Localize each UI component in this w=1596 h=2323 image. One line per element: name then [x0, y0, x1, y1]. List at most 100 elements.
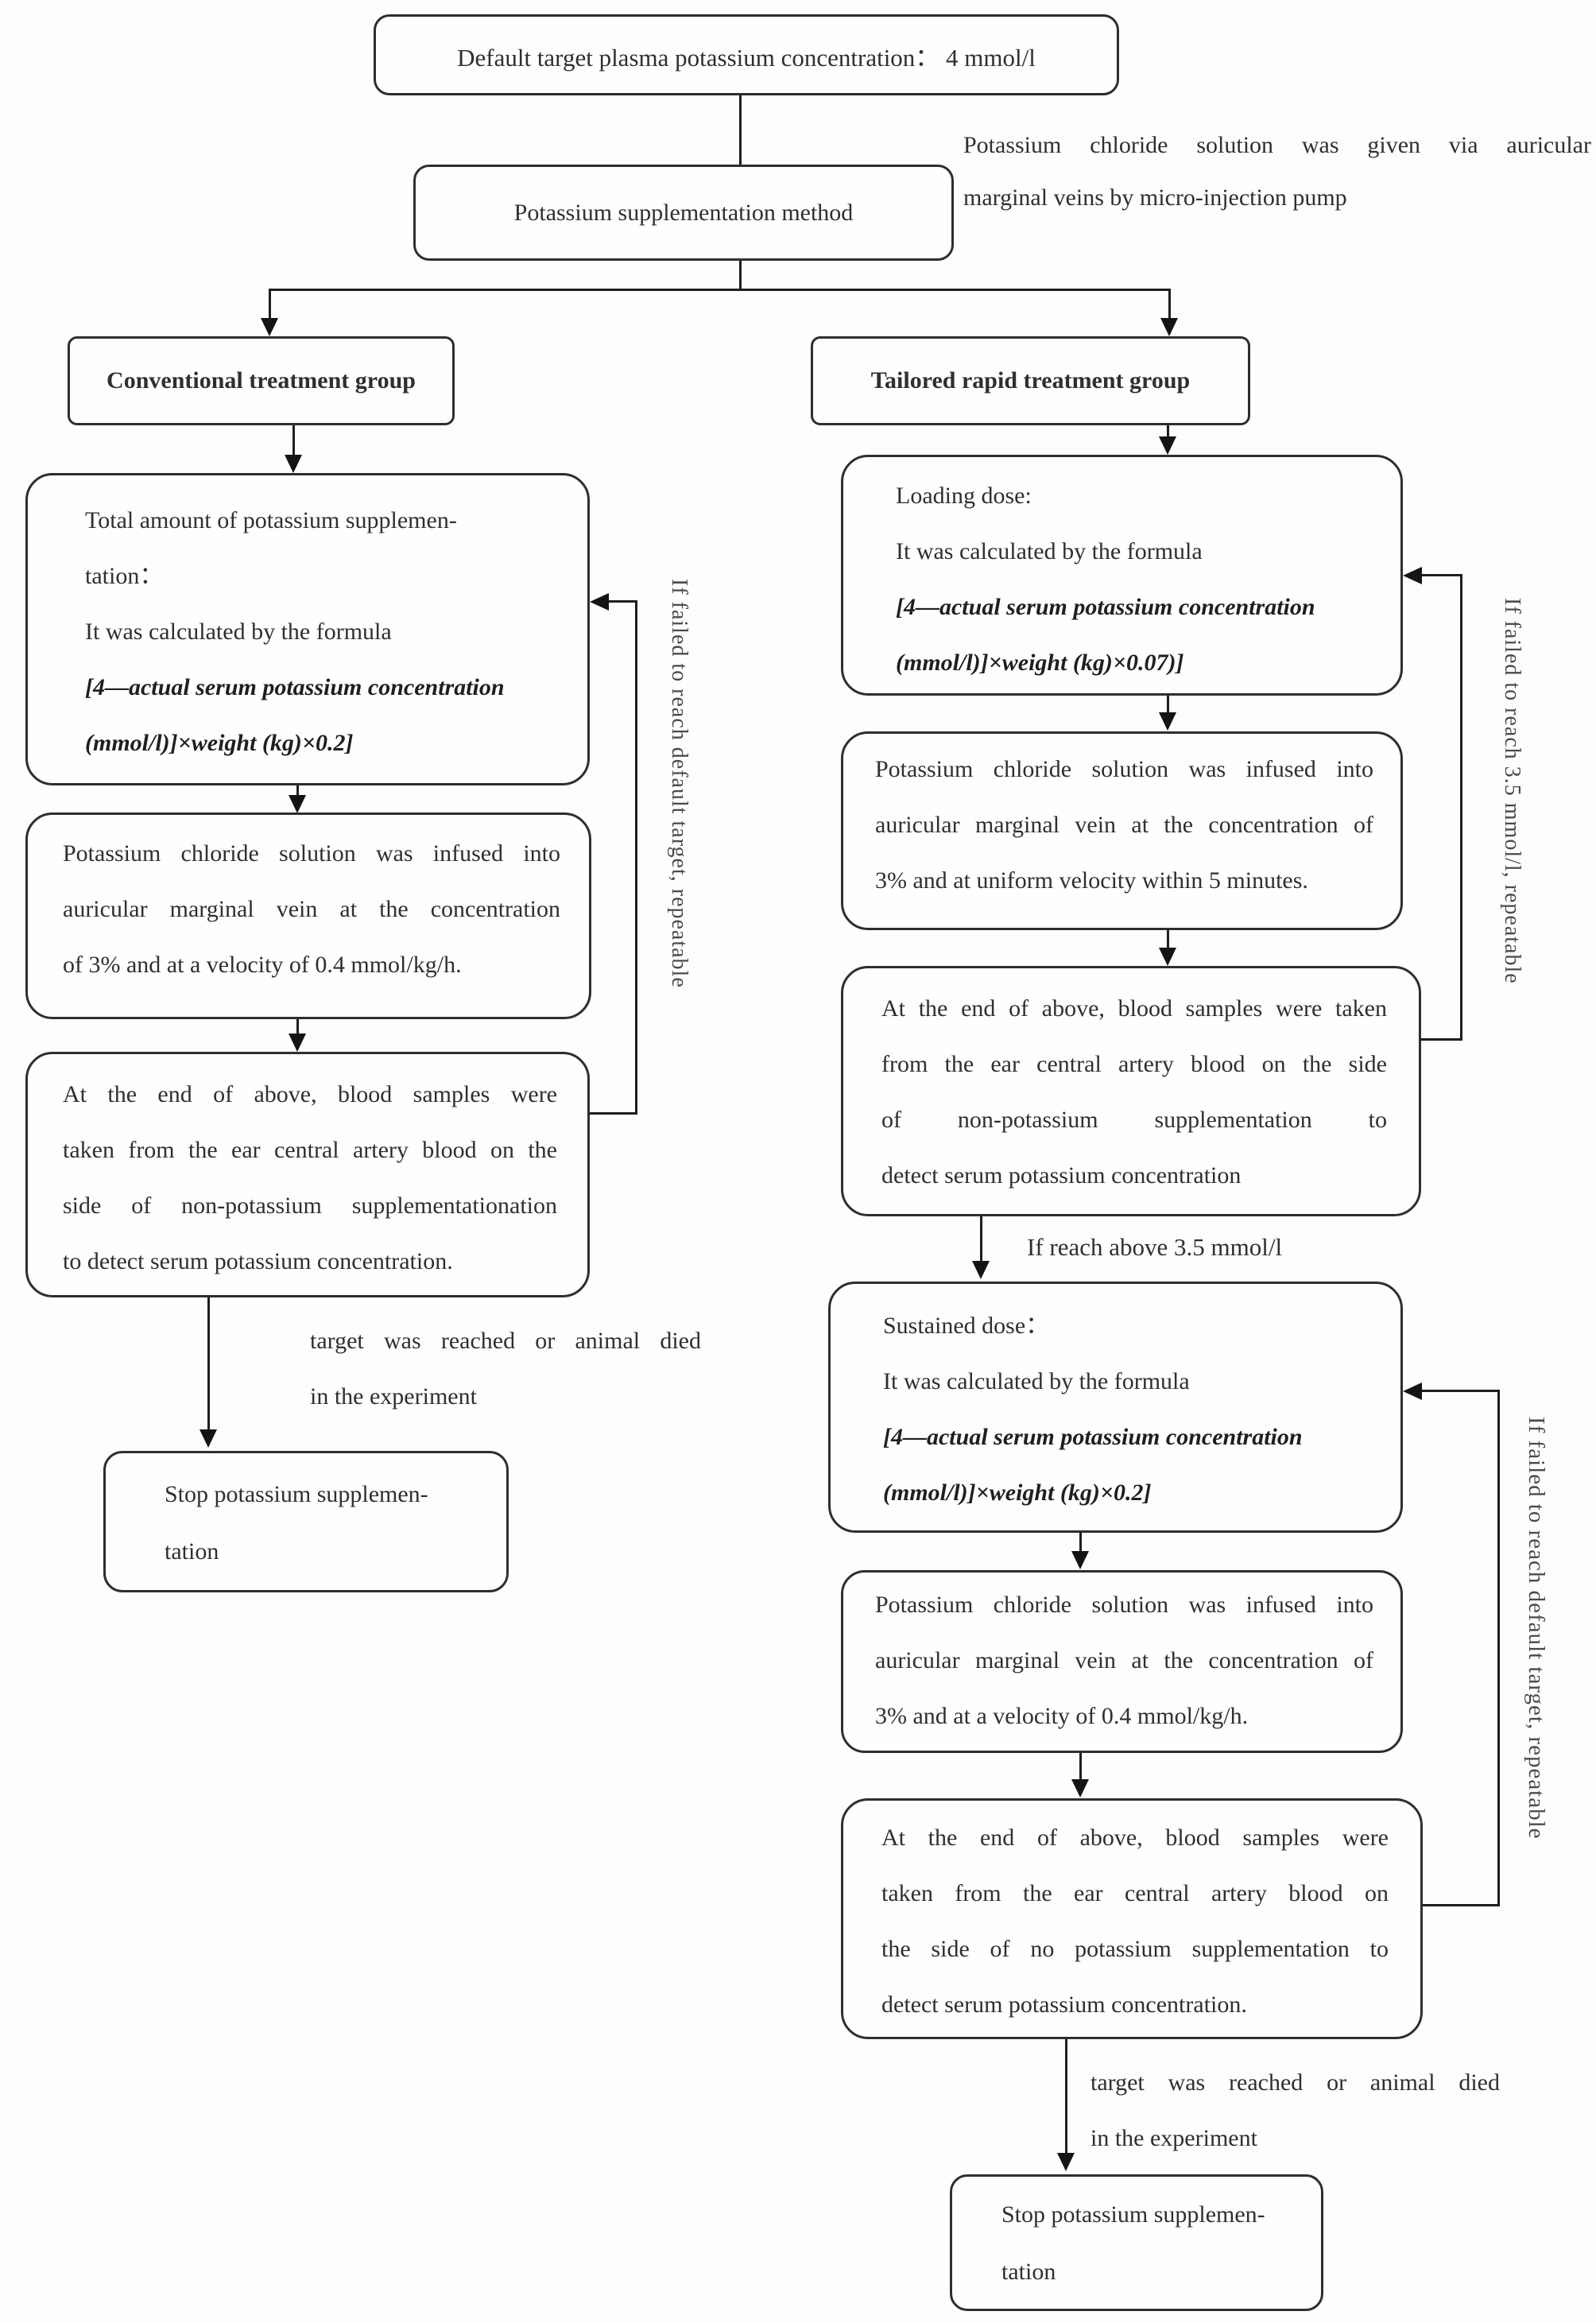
infusion-box-right-1: Potassium chloride solution was infused …	[841, 731, 1403, 930]
box-line: taken from the ear central artery blood …	[63, 1137, 557, 1163]
box-line: At the end of above, blood samples were	[881, 1825, 1389, 1851]
box-line: It was calculated by the formula	[85, 619, 392, 645]
box-line: of 3% and at a velocity of 0.4 mmol/kg/h…	[63, 952, 462, 978]
pump-note-line: marginal veins by micro-injection pump	[963, 184, 1347, 211]
arrow-branch-left	[269, 289, 271, 320]
box-line: Potassium chloride solution was infused …	[875, 756, 1373, 782]
arrow-branch-right	[1168, 289, 1171, 320]
arrow-l3-stop	[207, 1297, 210, 1431]
label-line: target was reached or animal died	[1090, 2069, 1500, 2096]
stop-condition-label-left: target was reached or animal died in the…	[310, 1313, 701, 1425]
formula-line: [4—actual serum potassium concentration	[883, 1424, 1303, 1450]
tailored-header-text: Tailored rapid treatment group	[870, 367, 1191, 394]
arrowhead-l3-stop	[200, 1429, 217, 1448]
arrowhead-loop-left	[590, 593, 609, 611]
box-line: 3% and at a velocity of 0.4 mmol/kg/h.	[875, 1703, 1249, 1729]
label-line: in the experiment	[310, 1383, 477, 1410]
default-target-text: Default target plasma potassium concentr…	[457, 43, 1036, 72]
arrow-r2-r3	[1167, 930, 1169, 948]
stop-box-right: Stop potassium supplemen- tation	[950, 2174, 1323, 2311]
formula-line: (mmol/l)]×weight (kg)×0.07)]	[896, 650, 1184, 676]
box-line: Potassium chloride solution was infused …	[875, 1592, 1373, 1618]
box-line: At the end of above, blood samples were	[63, 1081, 557, 1107]
infusion-box-right-2: Potassium chloride solution was infused …	[841, 1570, 1403, 1753]
arrowhead-r6-stop	[1057, 2153, 1075, 2171]
arrow-r1-r2	[1167, 696, 1169, 714]
pump-note-line: Potassium chloride solution was given vi…	[963, 132, 1591, 158]
arrow-l2-l3	[296, 1019, 299, 1035]
blood-sample-box-left: At the end of above, blood samples were …	[25, 1052, 590, 1297]
loop2-vertical	[1497, 1390, 1500, 1906]
arrowhead-branch-left	[261, 318, 278, 336]
arrow-r3-r4	[980, 1216, 982, 1262]
box-line: Stop potassium supplemen-	[1001, 2201, 1265, 2228]
loop2-bottom	[1423, 1904, 1500, 1906]
box-line: detect serum potassium concentration.	[881, 1991, 1247, 2018]
loop1-top	[1422, 574, 1462, 576]
loop1-vertical	[1460, 574, 1462, 1041]
box-line: At the end of above, blood samples were …	[881, 995, 1387, 1022]
loop-label-right-lower: If failed to reach default target, repea…	[1524, 1417, 1549, 1840]
connector-top	[739, 95, 742, 165]
box-line: detect serum potassium concentration	[881, 1162, 1242, 1189]
formula-line: (mmol/l)]×weight (kg)×0.2]	[85, 730, 354, 756]
arrow-l1-l2	[296, 785, 299, 797]
box-line: Sustained dose：	[883, 1313, 1050, 1339]
arrow-r4-r5	[1079, 1533, 1082, 1553]
supplementation-method-box: Potassium supplementation method	[413, 165, 954, 261]
arrowhead-branch-right	[1160, 318, 1178, 336]
box-line: 3% and at uniform velocity within 5 minu…	[875, 867, 1308, 894]
box-line: to detect serum potassium concentration.	[63, 1248, 453, 1274]
arrow-r6-stop	[1065, 2039, 1067, 2154]
reach-label: If reach above 3.5 mmol/l	[1027, 1233, 1283, 1261]
arrowhead-l2-l3	[289, 1034, 306, 1052]
arrow-r5-r6	[1079, 1753, 1082, 1781]
box-line: side of non-potassium supplementationati…	[63, 1193, 557, 1219]
loop-left-bottom	[590, 1112, 637, 1115]
loading-dose-box: Loading dose: It was calculated by the f…	[841, 455, 1403, 696]
formula-line: [4—actual serum potassium concentration	[85, 674, 505, 700]
arrow-r-header	[1167, 425, 1169, 438]
loop-label-left: If failed to reach default target, repea…	[667, 579, 691, 988]
box-line: auricular marginal vein at the concentra…	[63, 896, 560, 922]
box-line: Potassium chloride solution was infused …	[63, 840, 560, 867]
loop2-top	[1422, 1390, 1500, 1392]
label-line: in the experiment	[1090, 2125, 1257, 2151]
box-line: tation	[1001, 2259, 1056, 2285]
method-text: Potassium supplementation method	[513, 199, 854, 226]
box-line: auricular marginal vein at the concentra…	[875, 1647, 1373, 1673]
arrowhead-loop2	[1403, 1383, 1422, 1400]
loop-left-top	[607, 600, 637, 603]
arrowhead-loop1	[1403, 567, 1422, 584]
box-line: tation	[165, 1538, 219, 1565]
conventional-group-header: Conventional treatment group	[68, 336, 455, 425]
arrowhead-r5-r6	[1071, 1779, 1089, 1798]
label-line: target was reached or animal died	[310, 1328, 701, 1354]
blood-sample-box-right-2: At the end of above, blood samples were …	[841, 1798, 1423, 2039]
default-target-box: Default target plasma potassium concentr…	[374, 14, 1119, 95]
conventional-header-text: Conventional treatment group	[107, 367, 416, 394]
pump-note: Potassium chloride solution was given vi…	[963, 119, 1591, 224]
box-line: the side of no potassium supplementation…	[881, 1936, 1389, 1962]
arrowhead-r-header	[1159, 436, 1176, 455]
box-line: of non-potassium supplementation to	[881, 1107, 1387, 1133]
stop-condition-label-right: target was reached or animal died in the…	[1090, 2055, 1500, 2166]
connector-method-bottom	[739, 261, 742, 291]
stop-box-left: Stop potassium supplemen- tation	[103, 1451, 509, 1592]
arrowhead-r1-r2	[1159, 712, 1176, 731]
arrowhead-r4-r5	[1071, 1551, 1089, 1569]
box-line: It was calculated by the formula	[883, 1368, 1190, 1394]
sustained-dose-box: Sustained dose： It was calculated by the…	[828, 1282, 1403, 1533]
loop1-bottom	[1421, 1038, 1462, 1041]
box-line: tation：	[85, 563, 164, 589]
arrowhead-r2-r3	[1159, 948, 1176, 966]
box-line: It was calculated by the formula	[896, 538, 1203, 564]
total-amount-box: Total amount of potassium supplemen- tat…	[25, 473, 590, 785]
arrowhead-r3-r4	[972, 1261, 990, 1279]
box-line: Stop potassium supplemen-	[165, 1481, 428, 1507]
tailored-group-header: Tailored rapid treatment group	[811, 336, 1250, 425]
box-line: Loading dose:	[896, 483, 1032, 509]
box-line: taken from the ear central artery blood …	[881, 1880, 1389, 1906]
arrow-l-header	[292, 425, 295, 457]
